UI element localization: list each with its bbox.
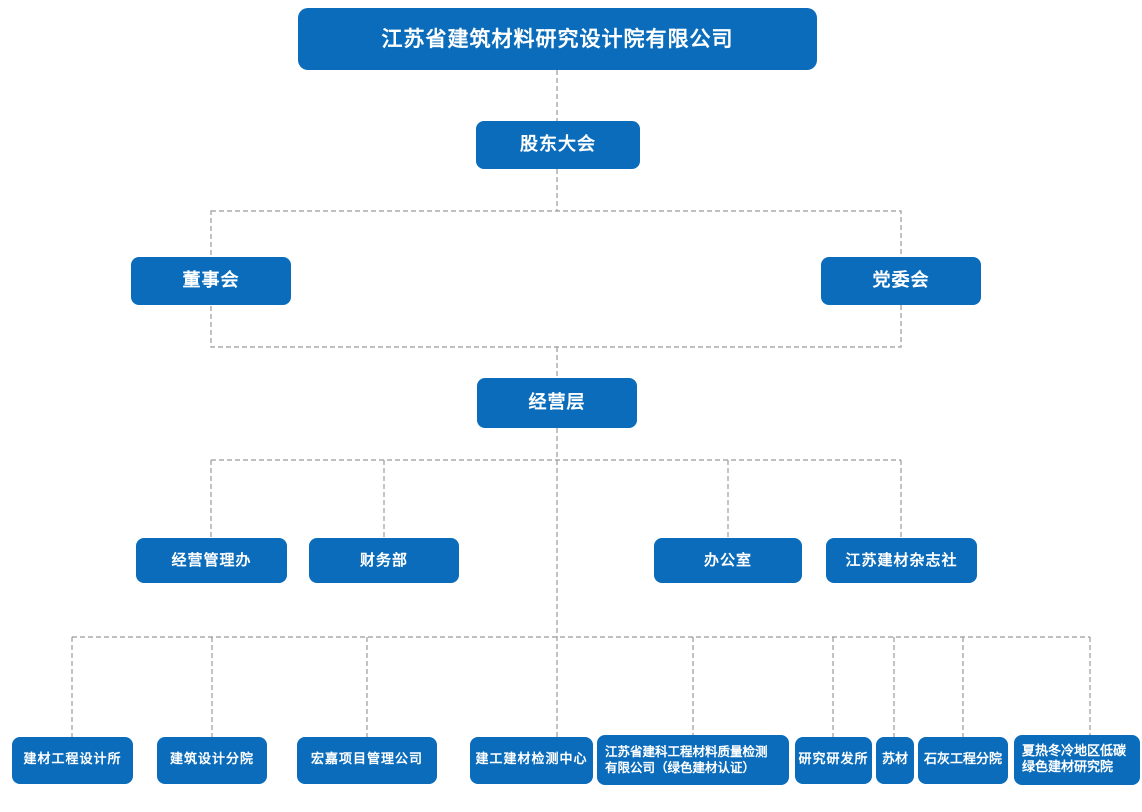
- org-node-operation-mgmt-office: 经营管理办: [136, 538, 287, 583]
- org-node-magazine: 江苏建材杂志社: [826, 538, 977, 583]
- org-node-management-layer: 经营层: [477, 378, 637, 428]
- org-node-jianke-quality-testing: 江苏省建科工程材料质量检测 有限公司（绿色建材认证）: [597, 735, 789, 785]
- org-node-materials-design-institute: 建材工程设计所: [12, 737, 133, 784]
- connector-governance-rect: [210, 210, 902, 348]
- org-node-shareholders-meeting: 股东大会: [476, 121, 640, 169]
- org-node-research-institute: 研究研发所: [795, 737, 872, 784]
- org-node-finance-dept: 财务部: [309, 538, 459, 583]
- org-node-architecture-design-branch: 建筑设计分院: [157, 737, 267, 784]
- org-node-board-of-directors: 董事会: [131, 257, 291, 305]
- org-node-lime-engineering-branch: 石灰工程分院: [918, 737, 1008, 784]
- org-node-general-office: 办公室: [654, 538, 802, 583]
- org-node-hongjia-project-mgmt: 宏嘉项目管理公司: [297, 737, 437, 784]
- org-node-sucai: 苏材: [876, 737, 914, 784]
- org-node-party-committee: 党委会: [821, 257, 981, 305]
- org-node-low-carbon-institute: 夏热冬冷地区低碳 绿色建材研究院: [1014, 735, 1140, 785]
- org-node-company: 江苏省建筑材料研究设计院有限公司: [298, 8, 817, 70]
- org-node-testing-center: 建工建材检测中心: [470, 737, 593, 784]
